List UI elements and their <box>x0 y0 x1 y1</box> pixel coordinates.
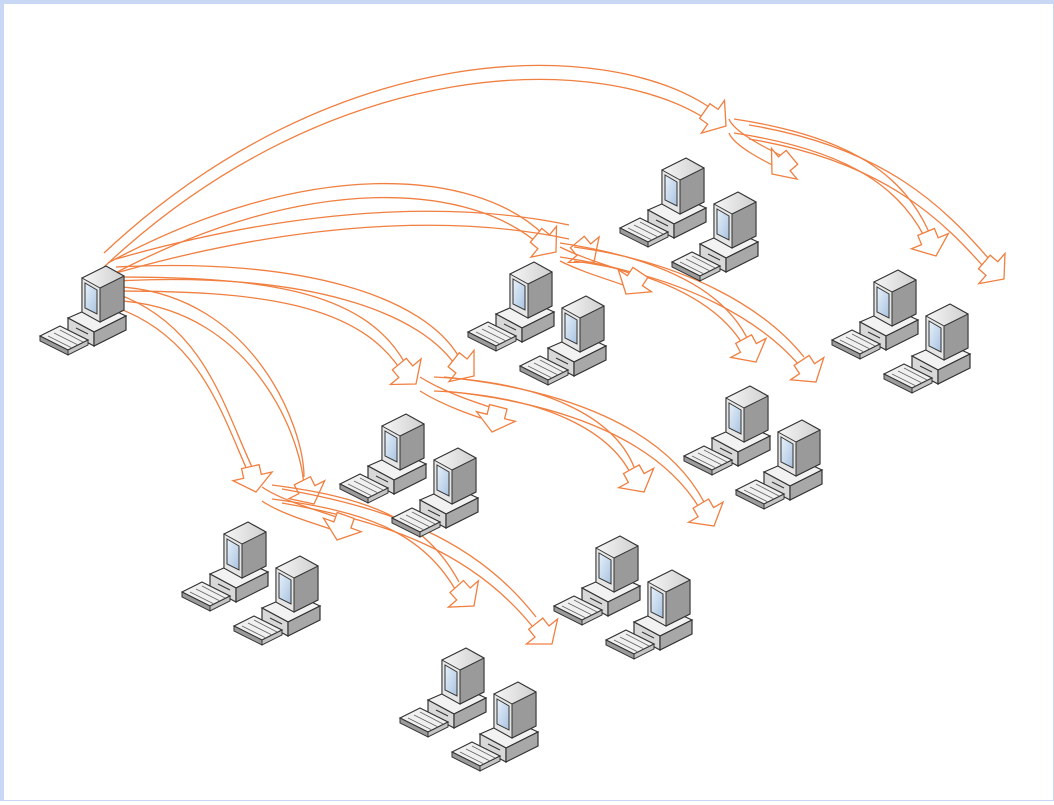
arrow-shaft-edge <box>734 119 929 232</box>
arrow-head <box>324 513 362 541</box>
arrow-shaft-edge <box>112 291 406 379</box>
arrow-head <box>526 618 557 644</box>
group-center-right <box>684 386 822 509</box>
arrow-head <box>700 100 726 133</box>
arrow-head <box>689 499 724 526</box>
arrow-head <box>530 226 556 257</box>
group-center-top <box>468 262 606 385</box>
arrow-shaft-edge <box>116 279 459 371</box>
arrow-head <box>791 355 824 382</box>
arrow-shaft-edge <box>104 65 709 253</box>
group-top-right-1 <box>620 158 758 281</box>
arrow-head <box>979 253 1006 283</box>
group-center <box>340 414 478 537</box>
group-center-bottom <box>554 536 692 659</box>
group-left <box>182 522 320 645</box>
arrow-head <box>731 335 766 362</box>
source-computer <box>40 266 126 355</box>
group-top-right-2 <box>832 270 970 393</box>
computer-nodes <box>40 158 970 771</box>
arrow-shaft-edge <box>749 125 989 259</box>
arrow-shaft-edge <box>116 211 569 259</box>
arrow-shaft-edge <box>120 295 252 467</box>
arrow-head <box>772 148 798 179</box>
arrow-shaft-edge <box>112 277 406 365</box>
arrow-shaft-edge <box>282 489 536 617</box>
distribution-arrow <box>734 119 948 256</box>
arrow-shaft-edge <box>734 133 929 246</box>
arrow-head <box>619 465 654 492</box>
arrow-head <box>448 350 474 381</box>
distribution-arrow <box>560 247 652 294</box>
arrow-head <box>477 405 516 432</box>
distribution-arrow <box>444 377 723 526</box>
distribution-arrow <box>122 287 325 504</box>
distribution-arrow <box>120 295 272 492</box>
arrow-shaft-edge <box>729 119 784 157</box>
distribution-arrow <box>749 125 1005 284</box>
arrow-head <box>233 465 272 492</box>
network-distribution-diagram <box>4 4 1054 805</box>
arrow-shaft-edge <box>120 309 252 481</box>
arrow-head <box>911 229 948 257</box>
group-bottom <box>400 648 538 771</box>
